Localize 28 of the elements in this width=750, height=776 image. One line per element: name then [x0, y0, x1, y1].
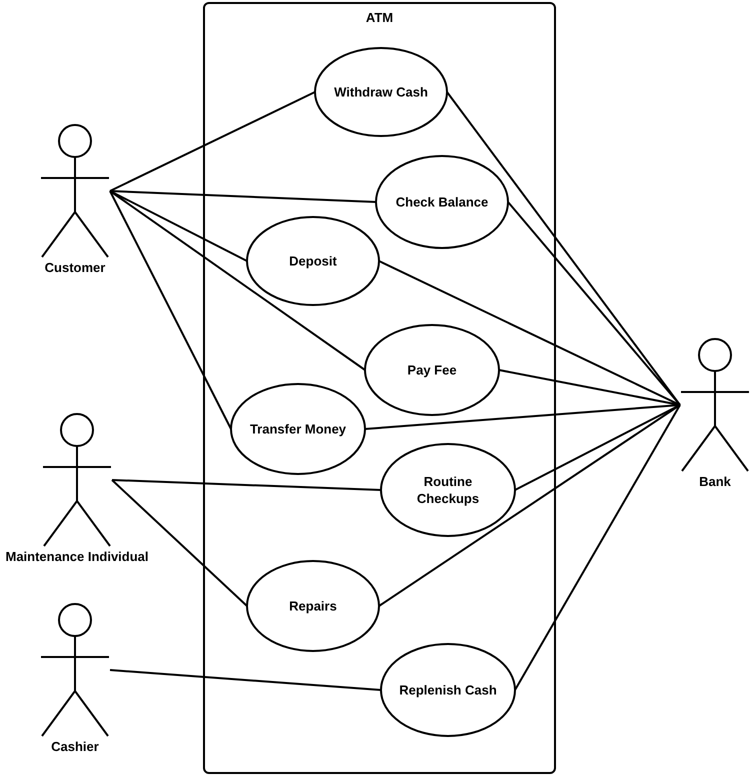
association-line	[111, 479, 248, 607]
association-line	[110, 91, 316, 192]
association-line	[110, 669, 382, 691]
use-case-label: Deposit	[288, 252, 338, 270]
association-line	[378, 404, 681, 607]
association-line	[514, 404, 680, 491]
system-title: ATM	[364, 10, 394, 25]
use-case-label: Replenish Cash	[398, 682, 498, 698]
use-case-label: Repairs	[288, 598, 338, 614]
association-line	[110, 190, 248, 262]
actor-name: Cashier	[50, 739, 100, 754]
association-line	[378, 260, 680, 406]
actor-name: Bank	[698, 474, 732, 489]
use-case-label: Pay Fee	[406, 362, 458, 378]
use-case-label: Routine Checkups	[416, 473, 480, 507]
actor-name: Maintenance Individual	[4, 549, 150, 564]
association-line	[507, 201, 681, 406]
association-line	[446, 91, 681, 406]
association-line	[110, 190, 376, 203]
association-line	[109, 190, 366, 371]
system-boundary	[203, 2, 556, 774]
use-case-label: Check Balance	[394, 194, 490, 210]
association-line	[112, 479, 382, 491]
actor-name: Customer	[44, 260, 106, 275]
association-line	[109, 190, 232, 430]
association-line	[514, 404, 681, 690]
use-case-label: Transfer Money	[248, 420, 348, 438]
use-case-label: Withdraw Cash	[333, 84, 429, 100]
